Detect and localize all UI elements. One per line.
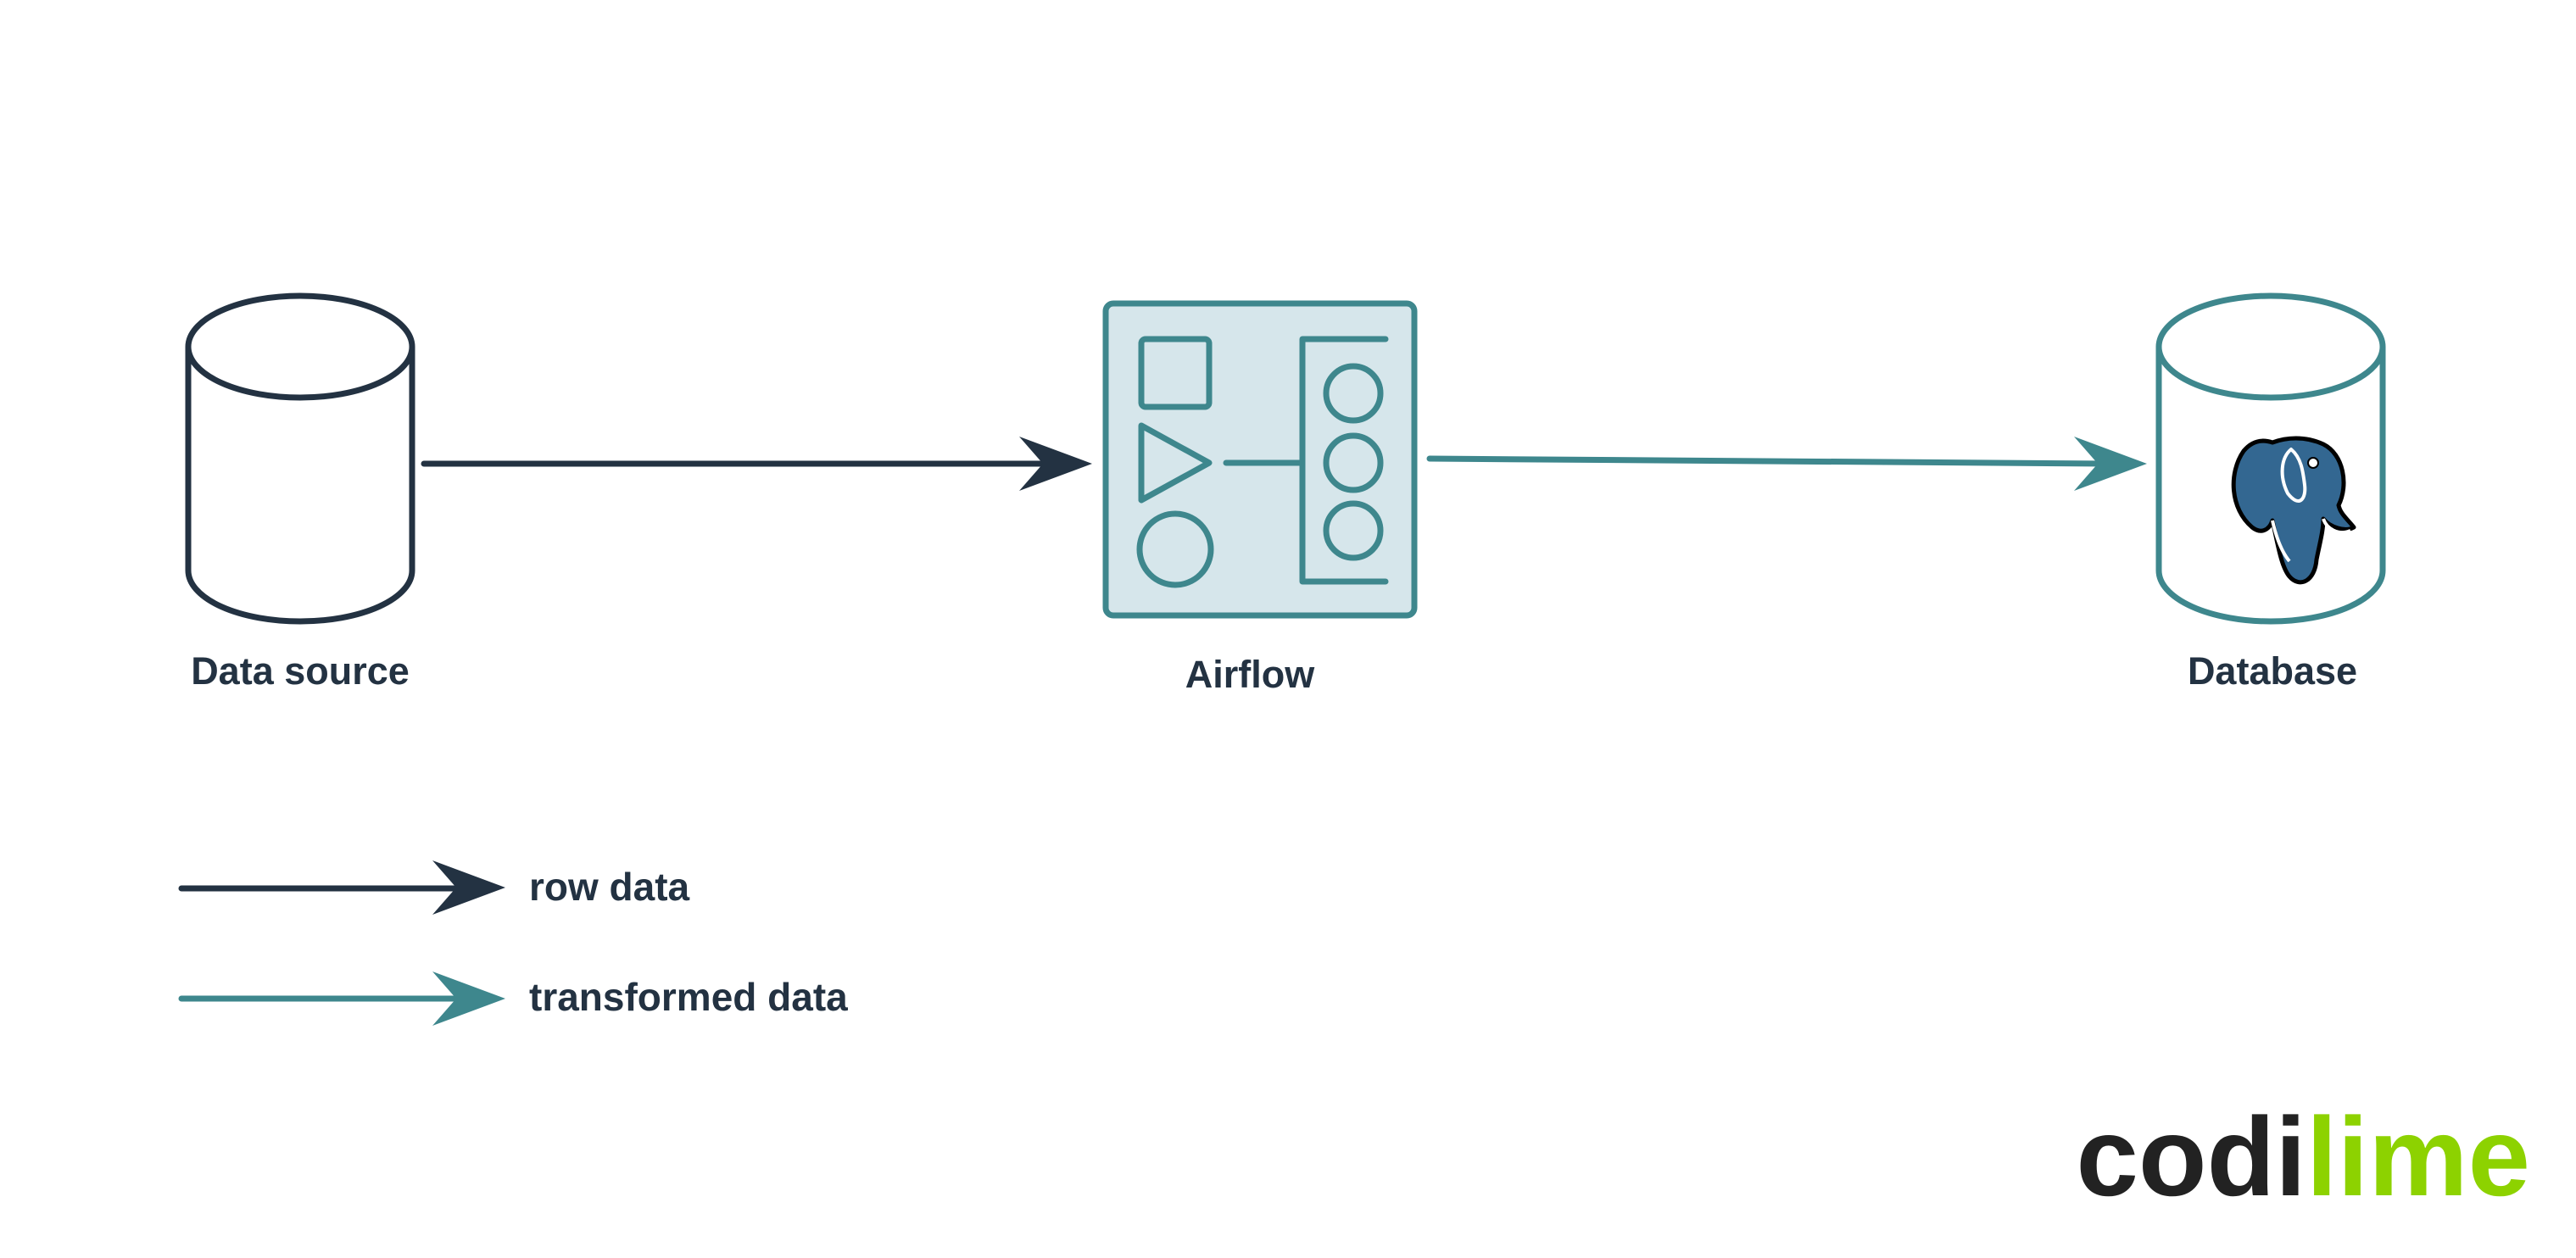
database-label: Database	[2188, 649, 2357, 693]
logo-part-lime: lime	[2306, 1094, 2530, 1219]
row-data-arrow	[421, 437, 1092, 491]
legend-row-data: row data	[178, 860, 690, 915]
database-cylinder-icon	[2155, 292, 2386, 625]
logo-part-codi: codi	[2077, 1094, 2306, 1219]
postgresql-elephant-icon	[2231, 436, 2356, 585]
legend: row data transformed data	[178, 860, 848, 1026]
database-node: Database	[2155, 292, 2386, 693]
data-source-node: Data source	[185, 292, 415, 693]
airflow-label: Airflow	[1185, 653, 1315, 696]
airflow-node: Airflow	[1102, 300, 1418, 696]
transformed-data-arrow	[1426, 437, 2147, 491]
airflow-icon	[1102, 300, 1418, 619]
legend-transformed-data-label: transformed data	[529, 975, 848, 1019]
data-source-label: Data source	[191, 649, 410, 693]
legend-row-data-label: row data	[529, 865, 690, 909]
cylinder-icon	[185, 292, 415, 625]
codilime-logo: codilime	[2077, 1094, 2531, 1219]
legend-transformed-data: transformed data	[178, 971, 848, 1026]
